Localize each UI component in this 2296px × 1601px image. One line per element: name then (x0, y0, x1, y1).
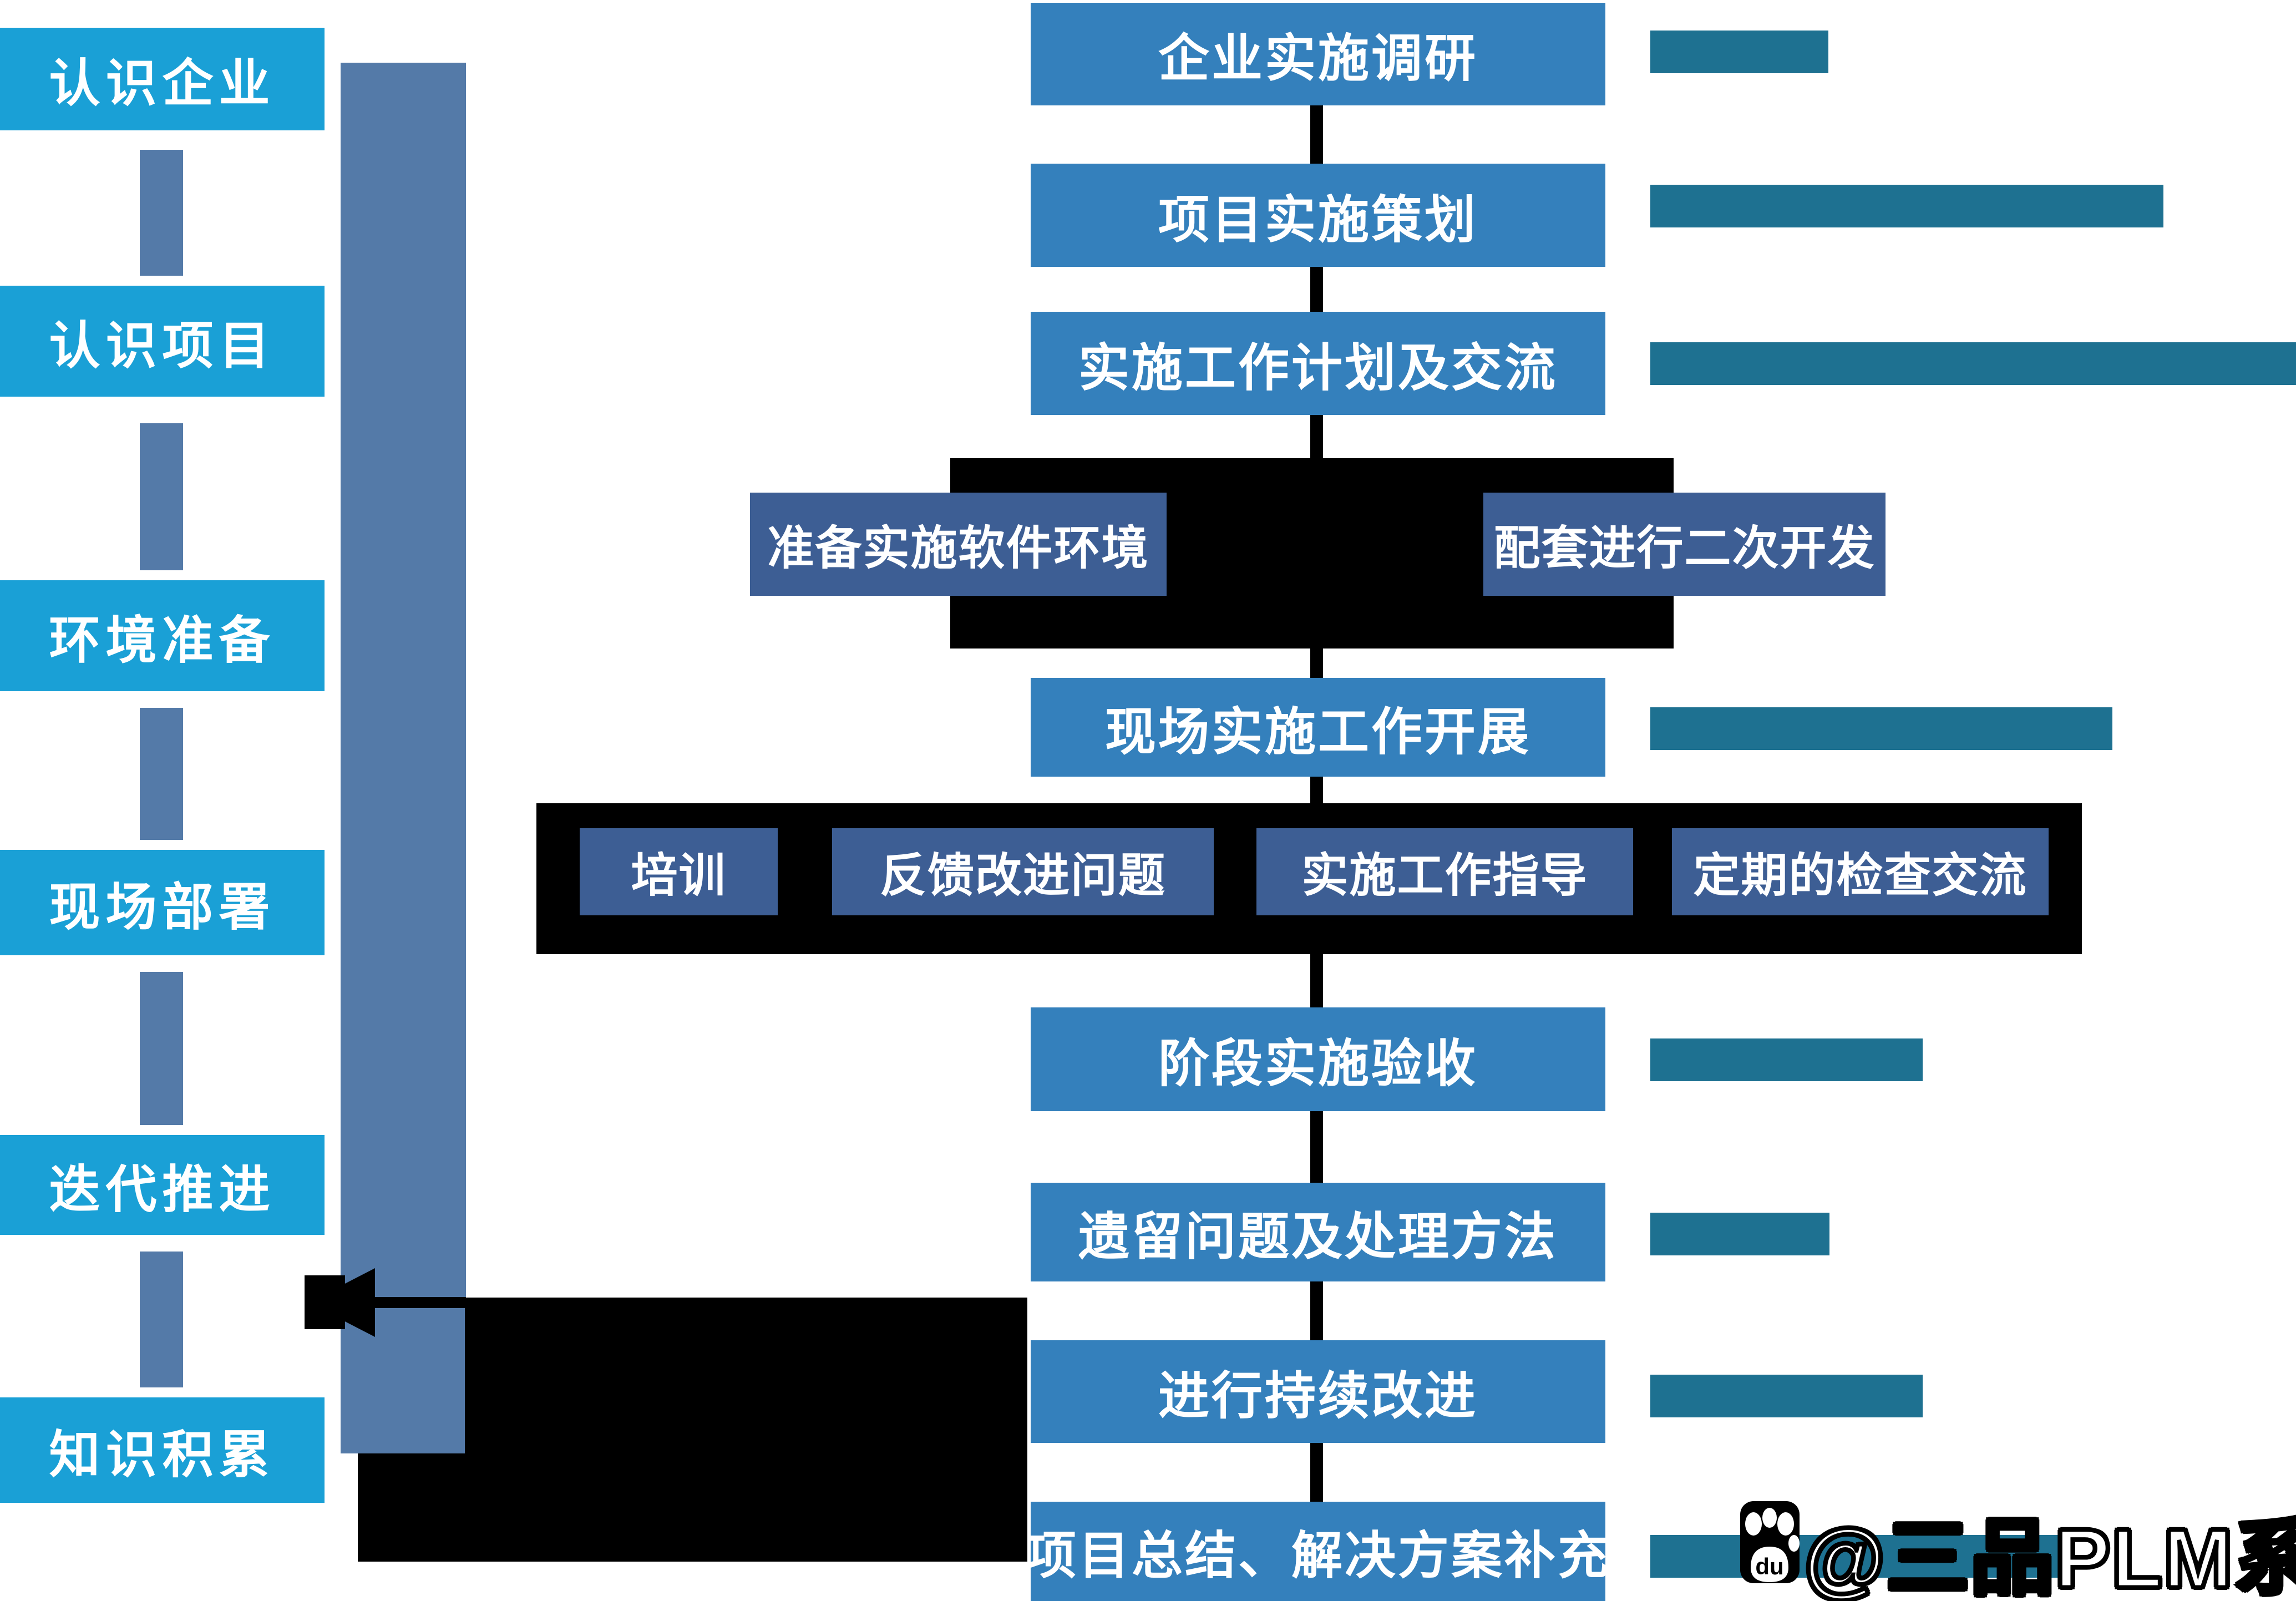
task-box-feedback-improve: 反馈改进问题 (832, 828, 1214, 915)
task-box-training: 培训 (580, 828, 778, 915)
flow-connector (1310, 105, 1323, 164)
flow-connector (1310, 1111, 1323, 1183)
flow-box-project-planning: 项目实施策划 (1031, 164, 1605, 267)
flow-connector (1310, 1281, 1323, 1340)
task-box-secondary-development: 配套进行二次开发 (1483, 493, 1886, 596)
flow-box-onsite-work: 现场实施工作开展 (1031, 678, 1605, 777)
phase-box-env-prep: 环境准备 (0, 580, 325, 691)
baidu-paw-icon: du (1739, 1498, 1801, 1587)
flow-box-remaining-issues: 遗留问题及处理方法 (1031, 1183, 1605, 1281)
watermark-text: @三品PLM系统 (1802, 1510, 2296, 1601)
duration-bar-step-4 (1650, 707, 2112, 750)
flow-connector (1310, 415, 1323, 458)
flow-box-project-summary: 项目总结、解决方案补充 (1025, 1502, 1609, 1601)
flow-box-enterprise-survey: 企业实施调研 (1031, 3, 1605, 105)
duration-bar-step-3 (1650, 342, 2296, 385)
flow-box-stage-acceptance: 阶段实施验收 (1031, 1007, 1605, 1111)
flow-connector (1310, 954, 1323, 1007)
phase-track-bar (341, 63, 466, 1453)
left-arrow-icon (308, 1268, 375, 1337)
duration-bar-step-8 (1650, 1535, 2066, 1578)
flow-connector (1310, 267, 1323, 312)
duration-bar-step-5 (1650, 1038, 1923, 1081)
phase-box-know-project: 认识项目 (0, 286, 325, 397)
task-box-prepare-software-env: 准备实施软件环境 (750, 493, 1167, 596)
duration-bar-step-6 (1650, 1213, 1829, 1255)
flow-box-continuous-improve: 进行持续改进 (1031, 1340, 1605, 1443)
phase-box-onsite-deploy: 现场部署 (0, 850, 325, 955)
phase-connector (140, 1252, 183, 1387)
phase-connector (140, 972, 183, 1125)
phase-connector (140, 423, 183, 570)
duration-bar-step-7 (1650, 1375, 1923, 1417)
flow-connector (1310, 648, 1323, 678)
flow-connector (1310, 1443, 1323, 1502)
phase-box-knowledge: 知识积累 (0, 1397, 325, 1503)
task-box-implementation-guidance: 实施工作指导 (1256, 828, 1633, 915)
paw-logo-text: du (1755, 1553, 1783, 1579)
feedback-arrow-shaft (361, 1297, 466, 1308)
feedback-block (358, 1453, 465, 1562)
phase-connector (140, 150, 183, 276)
phase-box-know-enterprise: 认识企业 (0, 28, 325, 130)
phase-connector (140, 708, 183, 840)
flow-box-workplan-exchange: 实施工作计划及交流 (1031, 312, 1605, 415)
duration-bar-step-2 (1650, 185, 2163, 227)
phase-box-iterate: 迭代推进 (0, 1135, 325, 1235)
duration-bar-step-1 (1650, 31, 1828, 73)
flow-connector (1310, 777, 1323, 803)
task-box-periodic-review: 定期的检查交流 (1672, 828, 2049, 915)
feedback-block (465, 1298, 1027, 1562)
